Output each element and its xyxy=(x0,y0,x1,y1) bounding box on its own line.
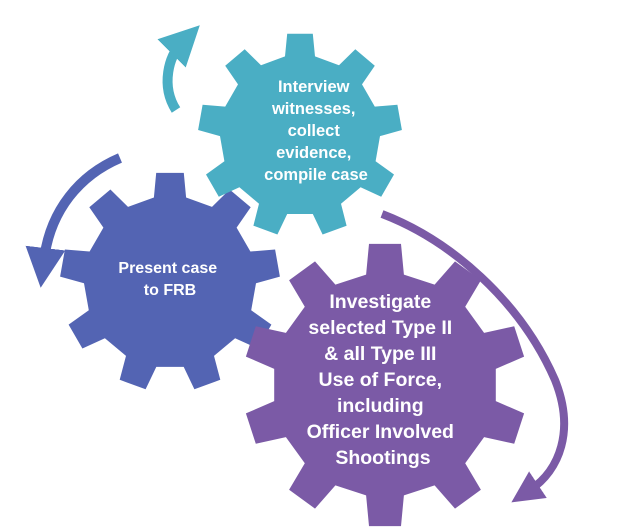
gear-investigate-label: Investigate selected Type II & all Type … xyxy=(307,291,460,469)
gear-investigate-line: Investigate xyxy=(329,291,431,313)
gear-present-case-line: to FRB xyxy=(144,282,196,299)
gear-investigate-line: Officer Involved xyxy=(307,421,454,443)
gear-present-case-line: Present case xyxy=(118,260,217,277)
gear-investigate-line: Shootings xyxy=(335,447,430,469)
gear-interview-line: witnesses, xyxy=(271,100,355,118)
arrow-present-to-investigate xyxy=(25,153,123,288)
arrow-interview-to-present xyxy=(157,25,200,113)
gear-investigate xyxy=(245,243,525,527)
gear-investigate-line: Use of Force, xyxy=(319,369,443,391)
gear-investigate-line: including xyxy=(337,395,424,417)
gear-present-case xyxy=(60,172,280,390)
gear-investigate-line: & all Type III xyxy=(324,343,436,365)
gear-interview-line: collect xyxy=(288,122,341,140)
gear-interview xyxy=(198,33,402,235)
gear-interview-line: compile case xyxy=(264,166,368,184)
gear-interview-line: Interview xyxy=(278,78,350,96)
gear-investigate-line: selected Type II xyxy=(308,317,452,339)
gear-interview-label: Interview witnesses, collect evidence, c… xyxy=(264,78,368,184)
gear-present-case-label: Present case to FRB xyxy=(118,260,221,299)
gear-interview-line: evidence, xyxy=(276,144,351,162)
arrow-investigate-to-interview xyxy=(380,210,569,503)
